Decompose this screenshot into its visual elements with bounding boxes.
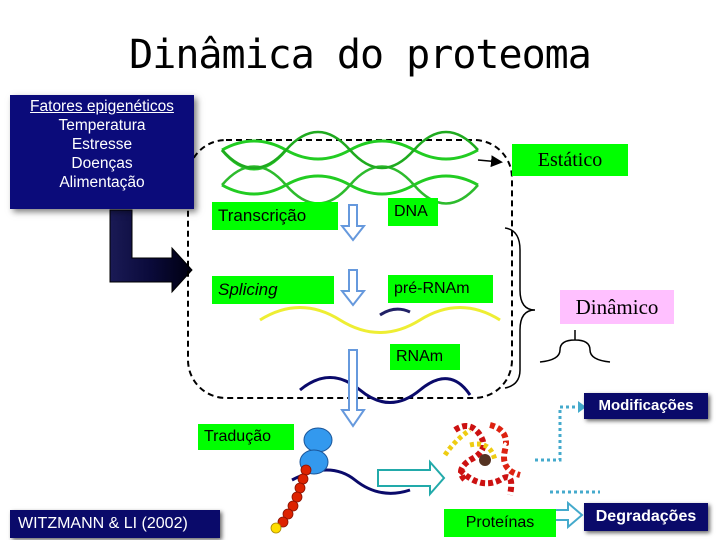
degradations-label: Degradações (584, 503, 708, 531)
static-arrow (477, 155, 503, 168)
factor-item: Doenças (71, 155, 133, 172)
splicing-label: Splicing (212, 276, 334, 304)
proteins-label: Proteínas (444, 509, 556, 537)
epigenetic-factors-box (10, 95, 194, 209)
to-protein-arrow (377, 459, 446, 497)
slide-title: Dinâmica do proteoma (129, 32, 592, 78)
protein-structure (442, 415, 528, 496)
dynamic-label: Dinâmico (560, 290, 674, 324)
factor-item: Alimentação (59, 174, 145, 191)
modifications-label: Modificações (584, 393, 708, 419)
mrna-strand (299, 376, 472, 404)
citation: WITZMANN & LI (2002) (10, 510, 220, 538)
flow-arrows (339, 204, 367, 428)
factors-heading: Fatores epigenéticos (30, 98, 174, 115)
translation-label: Tradução (198, 424, 294, 450)
factor-item: Estresse (71, 136, 133, 153)
polypeptide-chain (270, 464, 312, 534)
influence-arrow (109, 209, 193, 294)
mrna-label: RNAm (390, 344, 460, 370)
dna-helix (220, 130, 479, 205)
modification-arrowhead (578, 401, 586, 413)
static-label: Estático (512, 144, 628, 176)
dna-label: DNA (388, 198, 438, 226)
factor-item: Temperatura (58, 117, 146, 134)
dynamic-bracket (504, 227, 536, 389)
pre-mrna-label: pré-RNAm (388, 275, 493, 303)
dynamic-brace (539, 330, 611, 363)
epigenetic-factors-list: Fatores epigenéticos Temperatura Estress… (10, 97, 194, 192)
pre-mrna-strand (259, 306, 501, 334)
fate-connectors (535, 405, 600, 494)
transcription-label: Transcrição (212, 202, 338, 230)
